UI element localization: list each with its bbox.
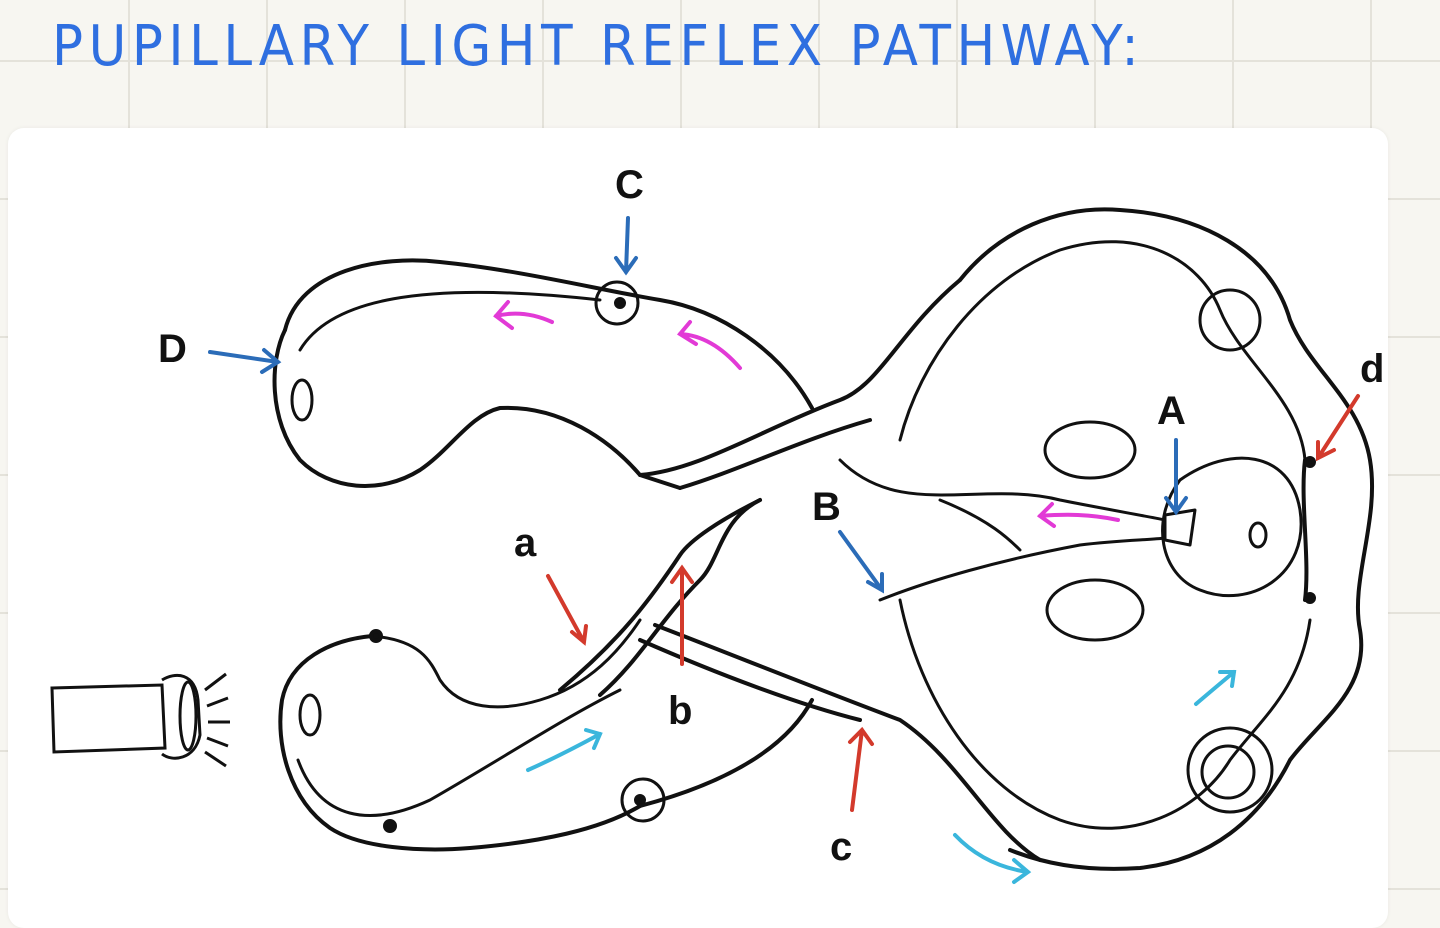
- label-b: b: [668, 689, 692, 733]
- cyan-arrow-2: [953, 833, 1032, 884]
- upper-nerve: [298, 290, 602, 352]
- ciliary-ganglion-upper: [594, 280, 640, 326]
- lower-eye-inner: [370, 618, 642, 709]
- lower-nerve: [296, 688, 622, 817]
- arrow-D: [208, 348, 282, 374]
- arrow-C: [614, 216, 638, 276]
- magenta-arrow-2: [676, 320, 742, 370]
- midbrain-outline: [958, 207, 1375, 871]
- arrow-a: [546, 574, 588, 646]
- midbrain-inner: [898, 240, 1307, 462]
- label-a: a: [514, 521, 537, 565]
- arrow-c: [848, 726, 874, 812]
- optic-nerve-upper-outer: [638, 278, 962, 477]
- flashlight-icon: [50, 672, 230, 768]
- label-D: D: [158, 327, 187, 371]
- label-C: C: [615, 163, 644, 207]
- cyan-arrow-3: [1194, 670, 1237, 706]
- arrow-d: [1316, 394, 1360, 462]
- arrow-B: [838, 530, 884, 594]
- upper-eye-globe: [272, 328, 682, 490]
- arrow-A: [1164, 438, 1188, 516]
- page-title: PUPILLARY LIGHT REFLEX PATHWAY:: [52, 14, 1145, 79]
- arrow-b: [670, 564, 694, 666]
- optic-tract-lower-outer: [653, 623, 1042, 862]
- optic-tract-lower-inner: [638, 638, 862, 722]
- upper-eye-outline: [283, 258, 814, 410]
- label-d: d: [1360, 347, 1384, 391]
- upper-lens: [290, 378, 314, 422]
- optic-nerve-upper-inner: [678, 418, 872, 490]
- lower-lens: [298, 693, 322, 737]
- label-A: A: [1157, 389, 1186, 433]
- magenta-arrow-1: [493, 300, 554, 330]
- chiasm-left-inner: [598, 498, 762, 697]
- label-c: c: [830, 825, 852, 869]
- magenta-arrow-3: [1036, 502, 1120, 528]
- lower-eye-globe: [278, 634, 642, 852]
- cyan-arrow-1: [526, 728, 603, 772]
- chiasm-left-lower: [558, 498, 762, 692]
- label-B: B: [812, 485, 841, 529]
- diagram-card: [8, 128, 1388, 928]
